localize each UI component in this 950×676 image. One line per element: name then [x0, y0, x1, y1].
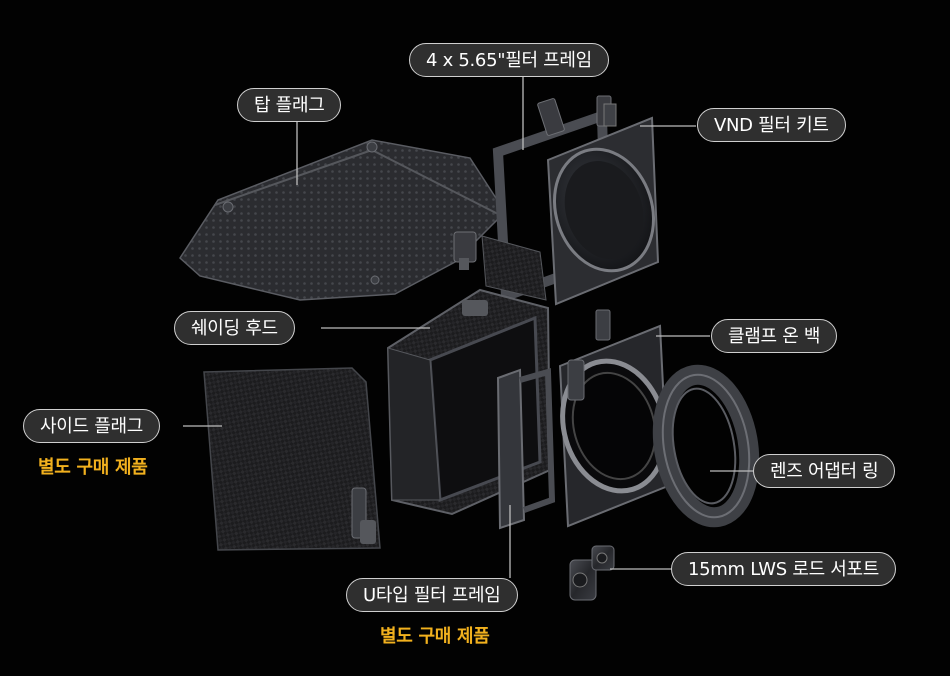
note-u-frame-sold-separately: 별도 구매 제품: [380, 626, 490, 647]
leader-lines: [183, 76, 753, 578]
top-flag-part: [179, 139, 506, 301]
label-filter-frame: 4 x 5.65"필터 프레임: [409, 43, 609, 77]
label-clamp-on-back: 클램프 온 백: [711, 319, 838, 353]
label-side-flag: 사이드 플래그: [23, 409, 160, 443]
vnd-filter-kit-part: [546, 103, 660, 306]
label-rod-support: 15mm LWS 로드 서포트: [671, 552, 897, 586]
u-type-filter-frame-part: [496, 368, 556, 530]
rod-support-part: [569, 545, 615, 601]
label-top-flag: 탑 플래그: [237, 88, 342, 122]
clamp-on-back-part: [558, 309, 670, 528]
note-side-flag-sold-separately: 별도 구매 제품: [38, 457, 148, 478]
label-lens-adapter-ring: 렌즈 어댑터 링: [753, 454, 896, 488]
side-flag-part: [203, 367, 381, 551]
lens-adapter-ring-part: [652, 364, 760, 528]
label-u-type-filter-frame: U타입 필터 프레임: [346, 578, 518, 612]
label-vnd-filter-kit: VND 필터 키트: [697, 108, 846, 142]
label-shading-hood: 쉐이딩 후드: [174, 311, 295, 345]
